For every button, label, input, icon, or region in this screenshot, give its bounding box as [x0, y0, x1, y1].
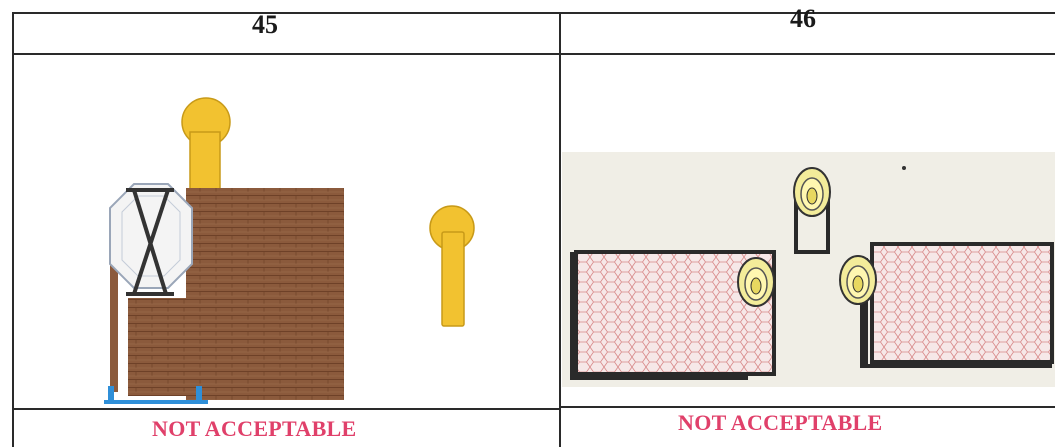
column-number-45: 45	[252, 10, 278, 39]
header-divider	[14, 53, 1055, 55]
yellow-target-icon	[793, 167, 831, 254]
mesh-panel-icon-right	[860, 242, 1054, 368]
yellow-target-icon-left	[737, 257, 775, 307]
yellow-keyhole-icon	[181, 97, 231, 193]
verdict-45: NOT ACCEPTABLE	[152, 416, 357, 441]
illustration-46	[562, 152, 1055, 387]
yellow-keyhole-icon-right	[429, 205, 475, 327]
verdict-46: NOT ACCEPTABLE	[678, 410, 883, 435]
comparison-table	[12, 12, 1055, 447]
octagon-crossed-icon	[109, 183, 193, 296]
yellow-target-icon-right	[839, 255, 877, 305]
column-number-46: 46	[790, 4, 816, 33]
comparison-sheet: 45 46	[4, 2, 1055, 447]
blue-base-icon	[104, 386, 208, 404]
footer-divider-left	[14, 408, 559, 410]
column-divider	[559, 14, 561, 447]
brick-block-icon	[186, 188, 344, 400]
illustration-45	[104, 97, 475, 404]
footer-divider-right	[561, 406, 1055, 408]
